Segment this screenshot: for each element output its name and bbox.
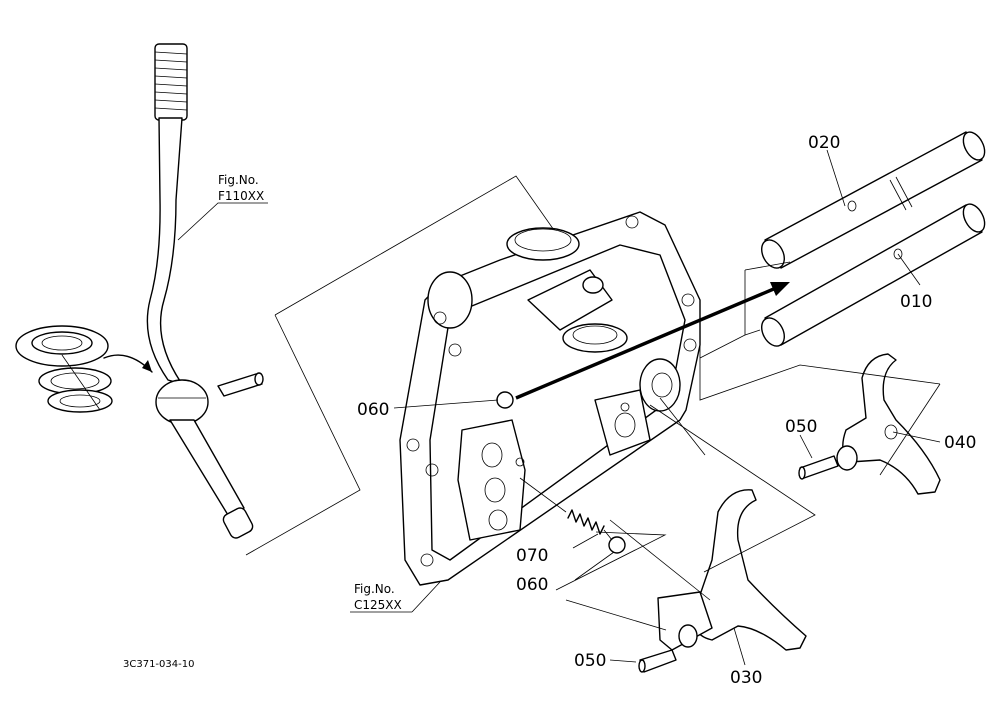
- fig-ref-number-housing: C125XX: [354, 598, 402, 612]
- shift-fork-030: [638, 489, 807, 673]
- label-060-upper: 060: [357, 400, 389, 420]
- ball-060-upper: [496, 391, 514, 409]
- ball-060-lower: [608, 536, 626, 554]
- label-020: 020: [808, 133, 840, 153]
- label-050-upper: 050: [785, 417, 817, 437]
- label-060-lower: 060: [516, 575, 548, 595]
- leader-lines: [350, 149, 941, 666]
- drawing-code: 3C371-034-10: [123, 659, 194, 670]
- shift-lever: [146, 43, 264, 539]
- label-030: 030: [730, 668, 762, 688]
- label-070: 070: [516, 546, 548, 566]
- shift-rod-010: [761, 203, 986, 347]
- label-050-lower: 050: [574, 651, 606, 671]
- label-010: 010: [900, 292, 932, 312]
- fig-ref-word-housing: Fig.No.: [354, 582, 395, 596]
- fig-ref-number-lever: F110XX: [218, 189, 264, 203]
- shift-rod-020: [761, 131, 986, 269]
- fig-ref-word-lever: Fig.No.: [218, 173, 259, 187]
- label-040: 040: [944, 433, 976, 453]
- seal-stack: [15, 325, 113, 413]
- spring-070: [519, 477, 605, 535]
- shift-fork-040: [798, 353, 941, 495]
- shift-housing: [399, 211, 701, 586]
